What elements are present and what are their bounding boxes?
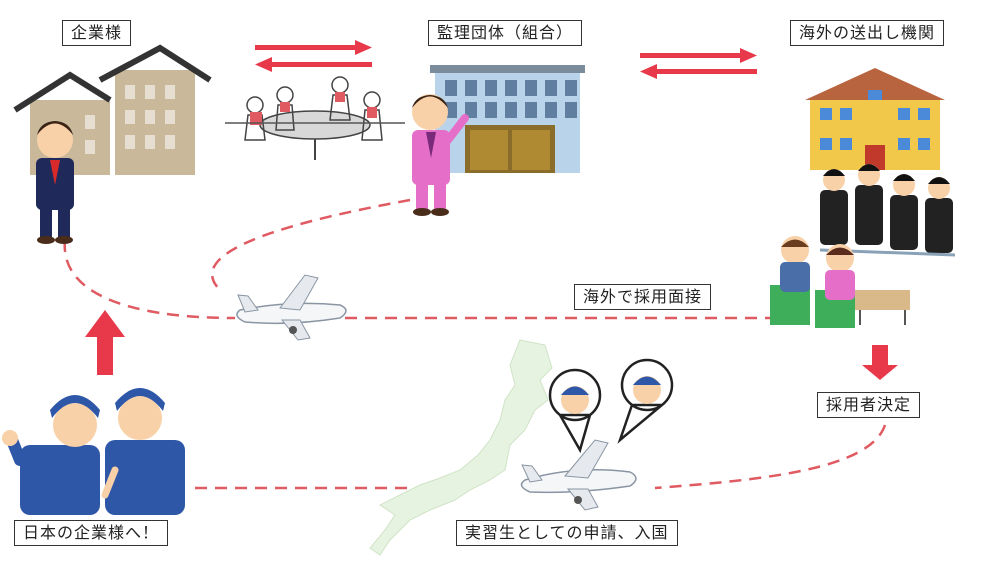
location-pin-icon xyxy=(548,368,602,454)
meeting-table xyxy=(225,76,405,160)
japan-map xyxy=(369,339,553,556)
dashed-line-union-loop xyxy=(211,198,411,291)
candidates-group xyxy=(819,164,956,257)
company-buildings xyxy=(13,44,212,175)
workers-pair xyxy=(2,388,185,515)
union-office-building xyxy=(430,65,585,173)
businessman-navy xyxy=(36,121,74,244)
agency-building xyxy=(805,68,945,170)
arrow-up xyxy=(85,310,125,375)
label-visa-entry: 実習生としての申請、入国 xyxy=(456,520,678,546)
label-to-japan-company: 日本の企業様へ！ xyxy=(14,520,169,546)
airplane-icon xyxy=(236,274,347,341)
label-company: 企業様 xyxy=(62,20,132,46)
dashed-line-decided-plane xyxy=(654,424,887,490)
arrow-union-agency xyxy=(640,48,757,79)
dashed-line-company-down xyxy=(63,239,236,320)
location-pin-icon-2 xyxy=(617,358,674,444)
label-decided: 採用者決定 xyxy=(817,392,921,418)
airplane-icon-2 xyxy=(520,439,637,511)
arrow-company-union xyxy=(255,40,372,72)
businessman-pink xyxy=(412,94,469,216)
arrow-down xyxy=(862,345,898,380)
interviewers xyxy=(770,236,910,328)
label-interview: 海外で採用面接 xyxy=(574,284,712,310)
label-union: 監理団体（組合） xyxy=(428,20,583,46)
label-overseas-agency: 海外の送出し機関 xyxy=(790,20,945,46)
